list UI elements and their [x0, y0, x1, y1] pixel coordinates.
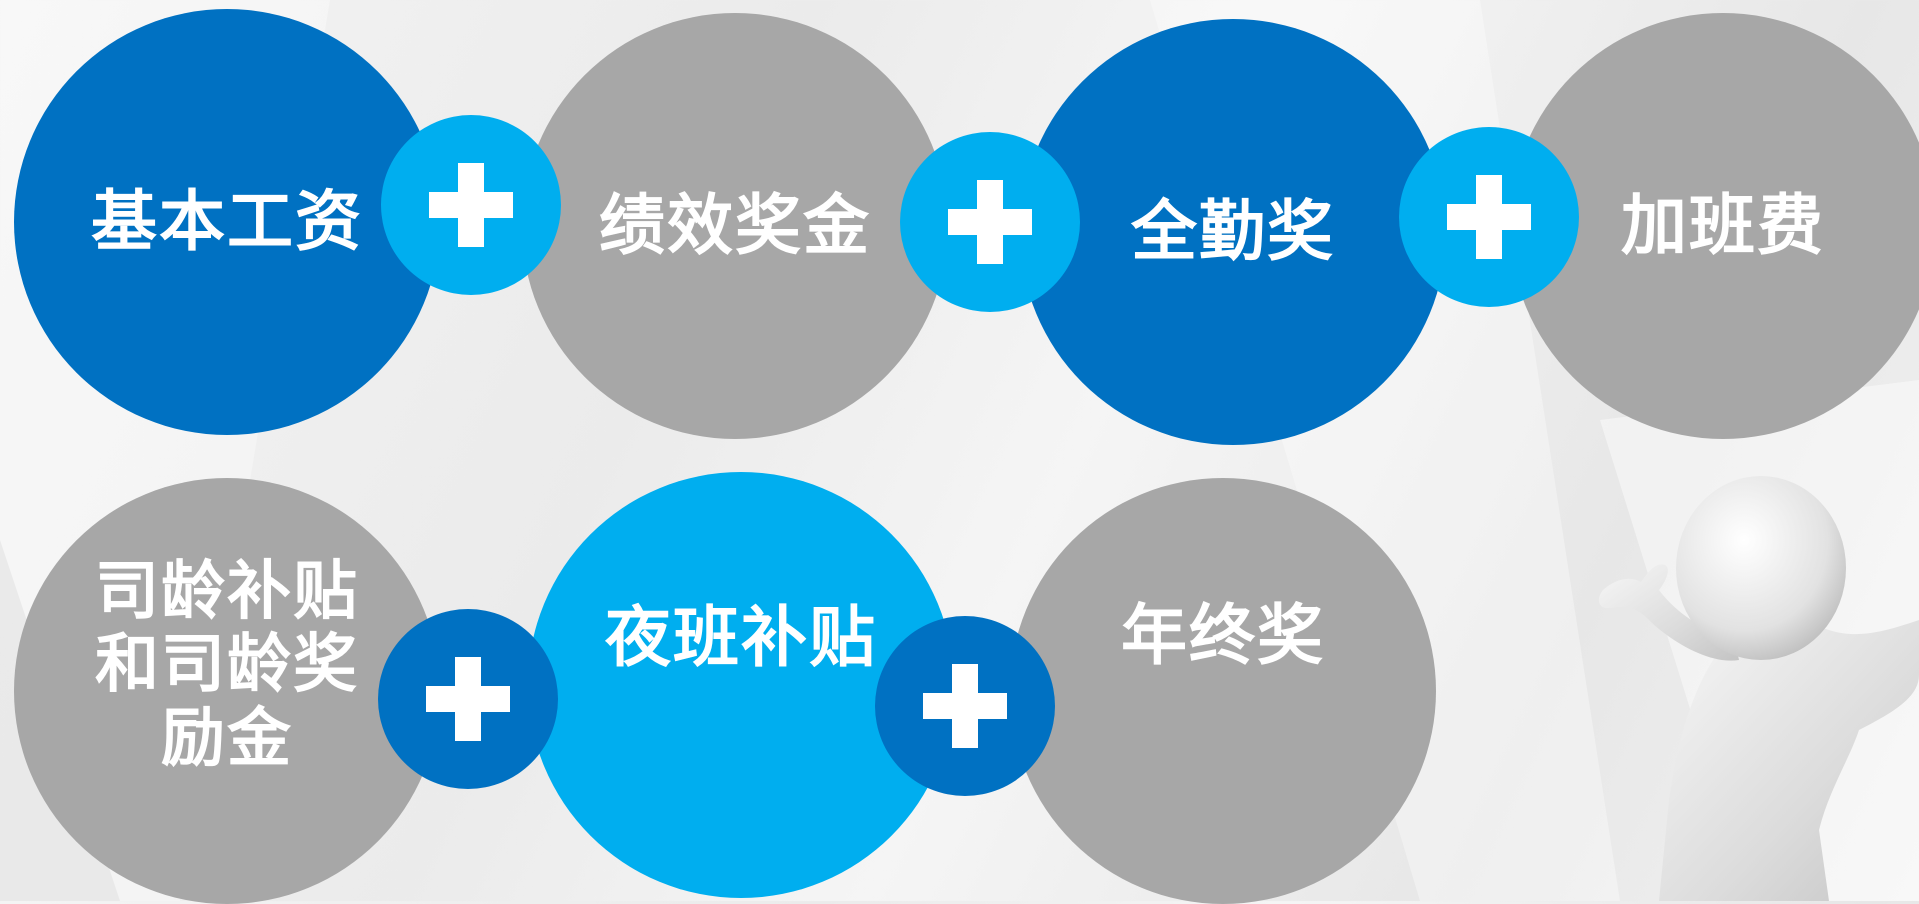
circle-attendance-bonus: 全勤奖	[1020, 19, 1446, 445]
plus-connector-4	[378, 609, 558, 789]
circle-year-end-bonus: 年终奖	[1010, 478, 1436, 904]
circle-performance-bonus: 绩效奖金	[522, 13, 948, 439]
plus-connector-3	[1399, 127, 1579, 307]
plus-icon	[948, 180, 1032, 264]
basic-salary-label: 基本工资	[91, 183, 363, 261]
year-end-bonus-label: 年终奖	[1121, 597, 1325, 675]
night-shift-allowance-label: 夜班补贴	[605, 598, 877, 676]
plus-connector-2	[900, 132, 1080, 312]
overtime-pay-label: 加班费	[1621, 187, 1825, 265]
performance-bonus-label: 绩效奖金	[599, 187, 871, 265]
plus-connector-5	[875, 616, 1055, 796]
plus-icon	[923, 664, 1007, 748]
circle-seniority-allowance: 司龄补贴 和司龄奖 励金	[14, 478, 440, 904]
plus-icon	[1447, 175, 1531, 259]
circle-basic-salary: 基本工资	[14, 9, 440, 435]
plus-connector-1	[381, 115, 561, 295]
white-3d-figure-pointing-icon	[1598, 476, 1919, 901]
plus-icon	[426, 657, 510, 741]
attendance-bonus-label: 全勤奖	[1131, 193, 1335, 271]
plus-icon	[429, 163, 513, 247]
seniority-allowance-label: 司龄补贴 和司龄奖 励金	[95, 554, 359, 776]
